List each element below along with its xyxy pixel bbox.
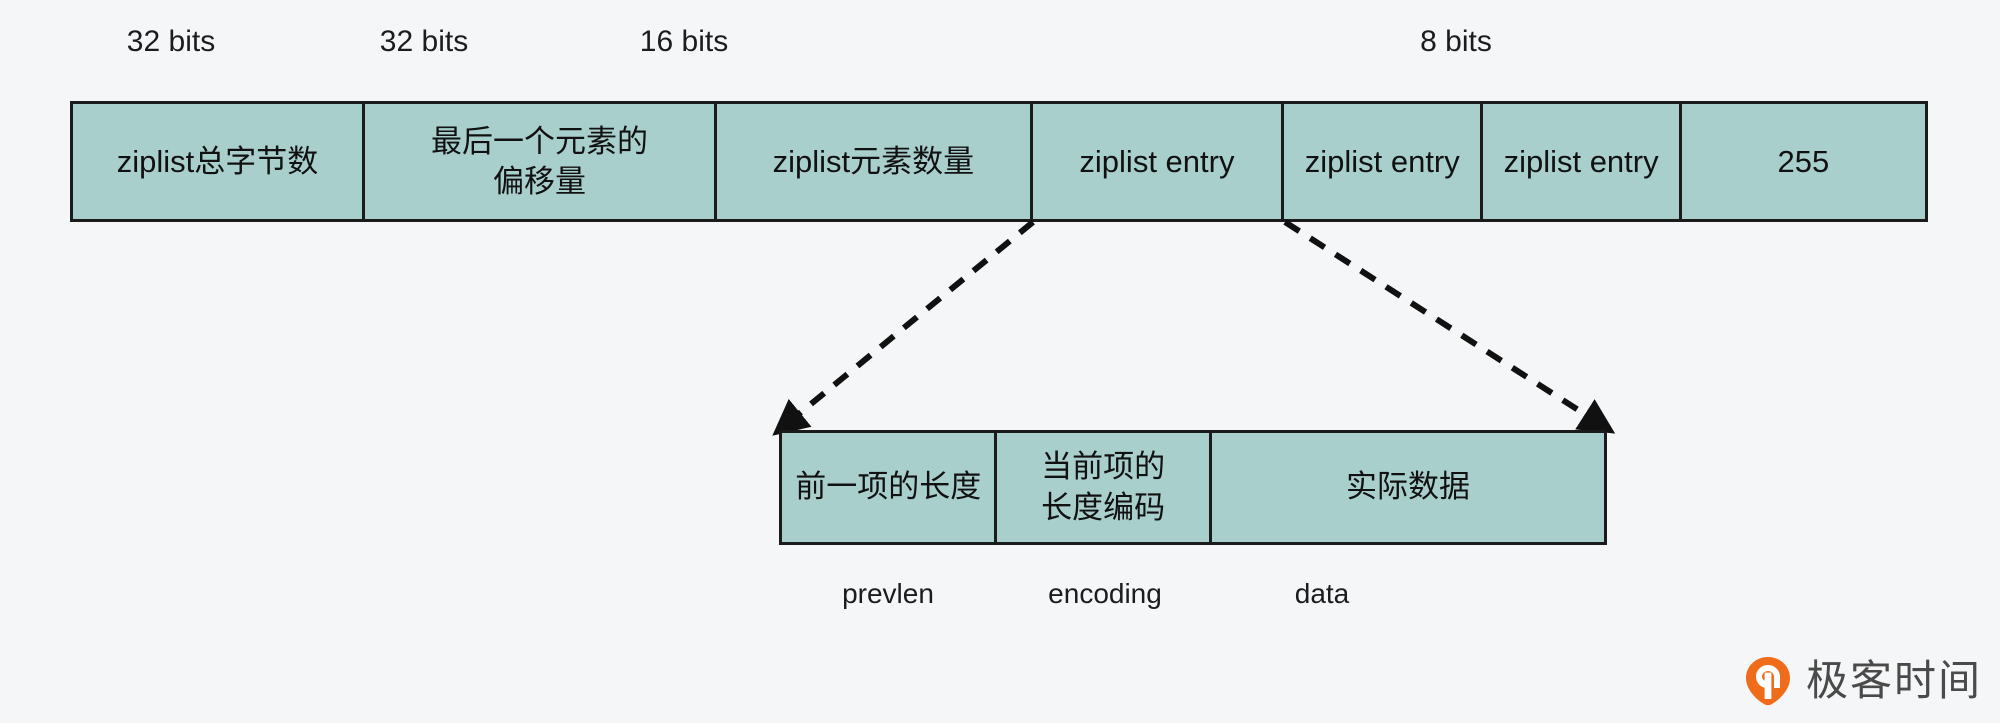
watermark-text: 极客时间 bbox=[1805, 656, 1982, 705]
connector-right-arrow bbox=[1283, 219, 1616, 434]
ziplist-cell-zlend: 255 bbox=[1681, 104, 1925, 219]
ziplist-cell-zltail: 最后一个元素的 偏移量 bbox=[365, 104, 717, 219]
entry-cell-data: 实际数据 bbox=[1211, 433, 1604, 542]
entry-caption-data: data bbox=[1294, 578, 1350, 609]
bit-label-1: 32 bits bbox=[379, 25, 469, 58]
ziplist-entry-detail-row: 前一项的长度 当前项的 长度编码 实际数据 bbox=[779, 430, 1607, 545]
entry-caption-prevlen: prevlen bbox=[842, 578, 934, 609]
entry-cell-prevlen: 前一项的长度 bbox=[782, 433, 998, 542]
watermark: 极客时间 bbox=[1742, 655, 1982, 707]
bit-label-2: 16 bits bbox=[639, 25, 729, 58]
bit-label-3: 8 bits bbox=[1420, 25, 1492, 58]
ziplist-cell-zlbytes: ziplist总字节数 bbox=[73, 104, 366, 219]
ziplist-cell-zllen: ziplist元素数量 bbox=[716, 104, 1033, 219]
bit-label-0: 32 bits bbox=[126, 25, 216, 58]
connector-left-arrow bbox=[772, 219, 1035, 436]
ziplist-structure-row: ziplist总字节数 最后一个元素的 偏移量 ziplist元素数量 zipl… bbox=[70, 101, 1928, 222]
entry-cell-encoding: 当前项的 长度编码 bbox=[997, 433, 1212, 542]
ziplist-cell-entry-1: ziplist entry bbox=[1032, 104, 1285, 219]
geektime-logo-icon bbox=[1742, 655, 1794, 707]
ziplist-cell-entry-3: ziplist entry bbox=[1483, 104, 1682, 219]
ziplist-cell-entry-2: ziplist entry bbox=[1284, 104, 1484, 219]
entry-caption-encoding: encoding bbox=[1048, 578, 1162, 609]
